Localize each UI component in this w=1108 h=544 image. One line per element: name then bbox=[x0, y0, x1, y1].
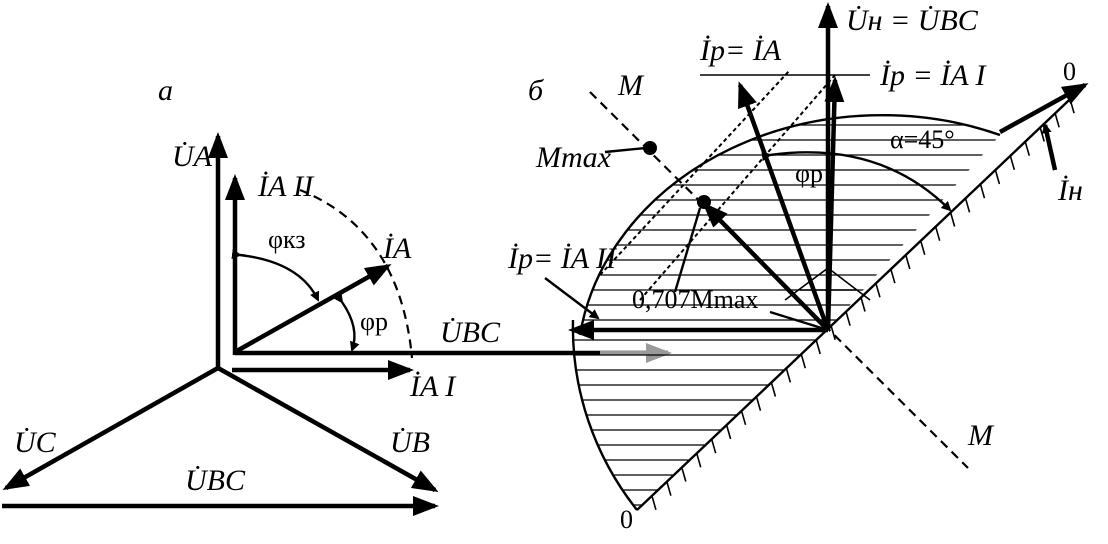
panel-b-label: б bbox=[528, 74, 544, 107]
ubc-right-label: U̇BC bbox=[440, 316, 501, 349]
zero-line-tick bbox=[845, 311, 851, 326]
zero-line-tick bbox=[1039, 127, 1045, 142]
zero-line-tick bbox=[994, 169, 1001, 185]
m-top-label: M bbox=[617, 69, 645, 102]
zero-line-tick bbox=[681, 467, 687, 482]
zero-line-tick bbox=[666, 481, 672, 496]
uh-label: U̇н = U̇BC bbox=[846, 4, 979, 37]
panel-b: б bbox=[507, 2, 1089, 534]
mmax-label: Mmax bbox=[535, 141, 612, 174]
zero-line-tick bbox=[949, 212, 956, 227]
ubc-bottom-label: U̇BC bbox=[185, 464, 246, 497]
phi-kz-arc bbox=[231, 249, 320, 302]
mmax-point bbox=[643, 141, 657, 155]
ip-iaii-label: İр= İA II bbox=[507, 242, 618, 275]
zero-line-tick bbox=[815, 339, 821, 355]
dotted-line-1 bbox=[639, 74, 836, 301]
phi-p-label: φр bbox=[360, 307, 388, 336]
m0707-underline bbox=[769, 310, 829, 332]
ih-phasor bbox=[998, 83, 1089, 134]
zero-line-tick bbox=[964, 198, 971, 213]
m-bottom-label: M bbox=[967, 419, 995, 452]
ip-ia-label: İр= İA bbox=[699, 34, 782, 67]
zone-boundary-arc bbox=[578, 114, 1001, 336]
zero-line-tick bbox=[934, 226, 941, 241]
zero-line-tick bbox=[979, 183, 986, 199]
zero-line-tick bbox=[905, 254, 911, 270]
panel-a-label: а bbox=[158, 74, 173, 107]
ih-leader bbox=[1041, 123, 1058, 171]
ub-phasor bbox=[216, 366, 439, 492]
lower-boundary-arc bbox=[571, 319, 638, 511]
phi-kz-label: φкз bbox=[268, 225, 306, 254]
zero-line-tick bbox=[890, 268, 896, 284]
zero-top-label: 0 bbox=[1063, 57, 1076, 86]
zero-line-tick bbox=[770, 382, 777, 397]
zero-line-tick bbox=[800, 353, 807, 369]
uc-phasor bbox=[2, 366, 220, 490]
zero-line-tick bbox=[919, 240, 926, 256]
ip-iaii-leader bbox=[544, 277, 600, 320]
zero-line-tick bbox=[1069, 98, 1075, 114]
phi-p-arc-b bbox=[761, 151, 952, 212]
zero-line-tick bbox=[740, 410, 747, 426]
phi-p-label-b: φр bbox=[795, 159, 823, 188]
zero-line-tick bbox=[755, 396, 762, 411]
iai-label: İA I bbox=[409, 370, 457, 403]
zero-line-tick bbox=[860, 297, 866, 312]
iaii-label: İA II bbox=[257, 170, 315, 203]
m0707-leader bbox=[673, 207, 702, 293]
ub-label: U̇B bbox=[390, 426, 430, 459]
locus-arc bbox=[299, 188, 414, 359]
zero-line-ticks bbox=[651, 98, 1075, 511]
ia-label: İA bbox=[382, 232, 412, 265]
ih-label: İн bbox=[1057, 174, 1083, 207]
ua-label: U̇A bbox=[172, 140, 213, 173]
zero-line-tick bbox=[725, 424, 732, 440]
zero-line-tick bbox=[710, 438, 717, 454]
zero-line-tick bbox=[695, 453, 702, 468]
zero-line-tick bbox=[1054, 113, 1060, 128]
mid-phasor bbox=[702, 202, 830, 332]
phi-p-arc bbox=[333, 292, 360, 352]
alpha-label: α=45° bbox=[890, 125, 955, 154]
zero-line-tick bbox=[1024, 141, 1031, 156]
zero-bottom-label: 0 bbox=[620, 505, 633, 534]
zero-line-tick bbox=[875, 283, 881, 298]
zero-line-tick bbox=[651, 495, 657, 511]
zero-line-tick bbox=[785, 368, 792, 383]
m0707-label: 0,707Mmax bbox=[632, 285, 758, 314]
ia-phasor bbox=[233, 264, 392, 354]
lower-zone-hatch bbox=[572, 339, 828, 506]
dotted-line-2 bbox=[599, 69, 791, 276]
panel-a: а U̇A İA II İA φкз φр U̇BC İA I U̇C U̇B bbox=[2, 74, 672, 516]
ip-iai-label: İр = İA I bbox=[879, 59, 988, 92]
zero-line-tick bbox=[1009, 155, 1016, 171]
zero-line-tick bbox=[830, 325, 836, 341]
m0707-point bbox=[697, 195, 711, 209]
uc-label: U̇C bbox=[14, 426, 57, 459]
mmax-leader bbox=[604, 146, 647, 154]
